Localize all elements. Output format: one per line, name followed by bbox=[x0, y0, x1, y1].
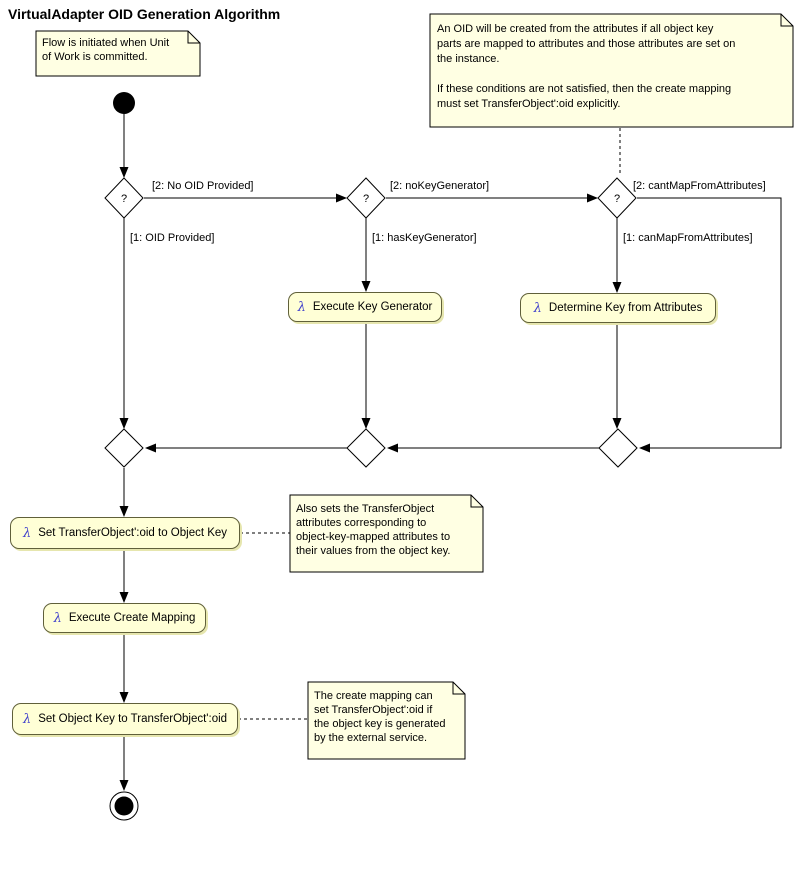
decision2-question-glyph: ? bbox=[363, 193, 369, 205]
note-also-sets: Also sets the TransferObject attributes … bbox=[296, 503, 451, 557]
lambda-icon: λ bbox=[297, 299, 306, 315]
merge-node-middle bbox=[346, 428, 386, 468]
guard-label-has-key-generator: [1: hasKeyGenerator] bbox=[372, 232, 477, 244]
action-label: Execute Key Generator bbox=[312, 301, 433, 313]
note-shape-oid-creation bbox=[429, 13, 794, 128]
diagram-title: VirtualAdapter OID Generation Algorithm bbox=[8, 6, 281, 22]
lambda-icon: λ bbox=[22, 711, 32, 727]
note-flow-initiated: Flow is initiated when Unit of Work is c… bbox=[42, 37, 170, 63]
final-node bbox=[109, 791, 139, 821]
lambda-icon: λ bbox=[22, 525, 32, 541]
decision-node-oid-provided bbox=[104, 177, 144, 219]
lambda-icon: λ bbox=[533, 300, 542, 316]
lambda-icon: λ bbox=[53, 610, 62, 626]
decision1-question-glyph: ? bbox=[121, 193, 127, 205]
edge-decision3-to-merge3 bbox=[637, 197, 782, 453]
action-set-oid-to-object-key: λ Set TransferObject':oid to Object Key bbox=[10, 517, 240, 549]
note-shape-also-sets bbox=[289, 494, 484, 573]
decision-node-key-generator bbox=[346, 177, 386, 219]
action-label: Set Object Key to TransferObject':oid bbox=[38, 713, 228, 725]
action-label: Execute Create Mapping bbox=[68, 612, 196, 624]
guard-label-cant-map-from-attributes: [2: cantMapFromAttributes] bbox=[633, 180, 766, 192]
guard-label-oid-provided: [1: OID Provided] bbox=[130, 232, 215, 244]
action-determine-key-from-attributes: λ Determine Key from Attributes bbox=[520, 293, 716, 323]
action-label: Determine Key from Attributes bbox=[548, 302, 703, 314]
decision3-question-glyph: ? bbox=[614, 193, 620, 205]
guard-label-no-key-generator: [2: noKeyGenerator] bbox=[390, 180, 490, 192]
guard-label-no-oid-provided: [2: No OID Provided] bbox=[152, 180, 254, 192]
initial-node bbox=[113, 92, 135, 114]
note-shape-create-mapping bbox=[307, 681, 466, 760]
note-shape-flow-initiated bbox=[35, 30, 201, 77]
guard-label-can-map-from-attributes: [1: canMapFromAttributes] bbox=[623, 232, 753, 244]
note-create-mapping: The create mapping can set TransferObjec… bbox=[314, 690, 446, 744]
merge-node-left bbox=[104, 428, 144, 468]
action-execute-create-mapping: λ Execute Create Mapping bbox=[43, 603, 206, 633]
merge-node-right bbox=[598, 428, 638, 468]
action-set-object-key-to-oid: λ Set Object Key to TransferObject':oid bbox=[12, 703, 238, 735]
note-oid-creation: An OID will be created from the attribut… bbox=[437, 23, 736, 110]
decision-node-map-from-attributes bbox=[597, 177, 637, 219]
action-label: Set TransferObject':oid to Object Key bbox=[38, 527, 228, 539]
action-execute-key-generator: λ Execute Key Generator bbox=[288, 292, 442, 322]
